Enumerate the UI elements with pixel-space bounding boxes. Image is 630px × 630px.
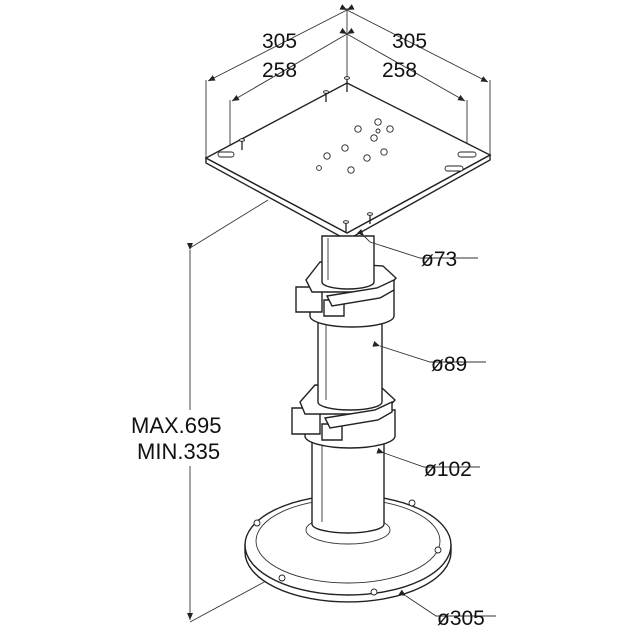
locating-pins xyxy=(239,76,373,232)
height-label-bg xyxy=(130,410,248,466)
diameter-leader-lines xyxy=(356,228,496,617)
tube-middle-diameter-label: ø89 xyxy=(431,353,467,376)
tube-bottom-diameter-label: ø102 xyxy=(424,458,472,481)
plate-outer-right-label: 305 xyxy=(392,30,427,53)
top-tube xyxy=(321,235,375,290)
bottom-tube xyxy=(311,429,385,534)
plate-inner-left-label: 258 xyxy=(262,59,297,82)
height-max-label: MAX.695 xyxy=(131,413,222,438)
bolt-holes xyxy=(316,118,394,174)
plate-inner-right-label: 258 xyxy=(382,59,417,82)
tube-top-diameter-label: ø73 xyxy=(421,248,457,271)
height-min-label: MIN.335 xyxy=(137,439,220,464)
middle-tube xyxy=(317,309,383,411)
plate-outer-left-label: 305 xyxy=(262,30,297,53)
top-mounting-plate xyxy=(204,76,492,241)
plate-dimension-lines xyxy=(205,4,491,158)
base-diameter-label: ø305 xyxy=(437,607,485,630)
